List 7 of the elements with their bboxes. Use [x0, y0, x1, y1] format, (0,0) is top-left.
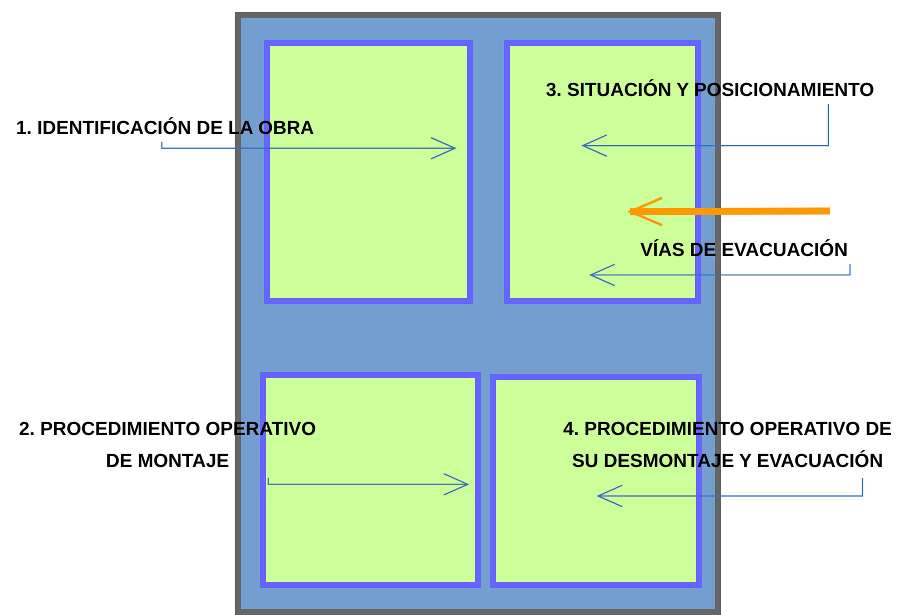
- arrow: [268, 473, 468, 496]
- arrow: [597, 478, 864, 508]
- section-label: VÍAS DE EVACUACIÓN: [630, 238, 858, 264]
- arrow: [161, 136, 456, 160]
- arrow: [628, 196, 830, 226]
- arrow: [590, 264, 851, 286]
- arrow: [582, 104, 829, 157]
